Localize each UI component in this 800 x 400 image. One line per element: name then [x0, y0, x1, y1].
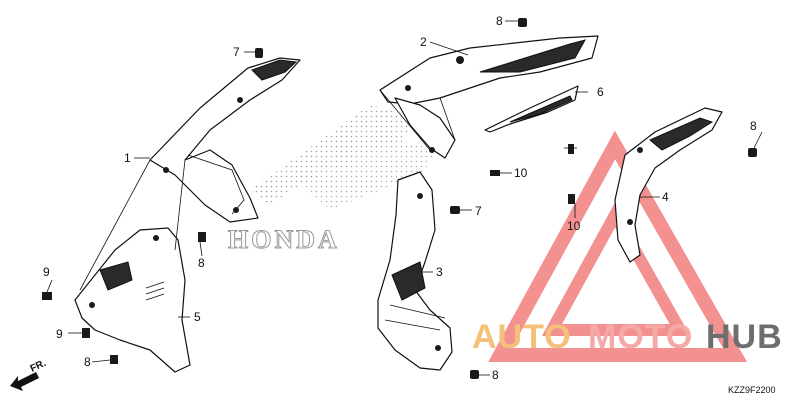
part-1-shroud — [149, 57, 301, 223]
fasteners — [42, 18, 757, 379]
bolt-7a-icon — [255, 48, 263, 58]
bolt-8a-icon — [518, 18, 527, 27]
callout-4: 4 — [662, 190, 669, 204]
callout-3: 3 — [436, 265, 443, 279]
drawing-code: KZZ9F2200 — [728, 385, 776, 395]
callout-8-lower-left: 8 — [84, 355, 91, 369]
part-2-cover — [379, 35, 599, 159]
callout-10-upper: 10 — [514, 166, 528, 180]
front-direction-label: FR. — [29, 358, 48, 375]
callout-8-right: 8 — [750, 119, 757, 133]
honda-decal-text: HONDA — [228, 225, 340, 254]
bolt-8e-icon — [110, 355, 118, 364]
bolt-7b-icon — [450, 206, 460, 214]
callout-5: 5 — [194, 310, 201, 324]
bolt-8d-icon — [198, 232, 206, 242]
bolt-8c-icon — [568, 144, 574, 154]
callout-8-top: 8 — [496, 14, 503, 28]
clip-icon — [237, 97, 243, 103]
callout-6: 6 — [597, 85, 604, 99]
part-5-panel — [74, 227, 191, 373]
bolt-8b-icon — [748, 148, 757, 157]
bolt-10a-icon — [490, 170, 500, 176]
watermark-auto: AUTO — [472, 318, 572, 356]
reference-lines — [79, 89, 456, 291]
part-6-panel — [484, 85, 579, 133]
callout-9-lower: 9 — [56, 327, 63, 341]
bolt-8f-icon — [470, 370, 479, 379]
part-3-fairing — [377, 171, 453, 371]
front-direction-arrow-icon — [10, 372, 39, 391]
leader-lines — [46, 20, 763, 376]
callout-8-bottom: 8 — [492, 368, 499, 382]
callout-10-lower: 10 — [567, 219, 581, 233]
callout-7-lower: 7 — [475, 204, 482, 218]
watermark-hub: HUB — [706, 318, 783, 356]
callout-8-mid: 8 — [198, 256, 205, 270]
watermark-moto: MOTO — [588, 318, 693, 356]
bolt-9a-icon — [42, 292, 52, 300]
watermark-logo — [488, 130, 748, 362]
callout-2: 2 — [420, 35, 427, 49]
callout-9-upper: 9 — [43, 265, 50, 279]
callout-1: 1 — [124, 151, 131, 165]
callout-7-upper: 7 — [233, 45, 240, 59]
bolt-10b-icon — [568, 194, 575, 204]
bolt-9b-icon — [82, 328, 90, 338]
part-4-guard — [614, 107, 723, 263]
decal-stripe — [250, 105, 440, 210]
